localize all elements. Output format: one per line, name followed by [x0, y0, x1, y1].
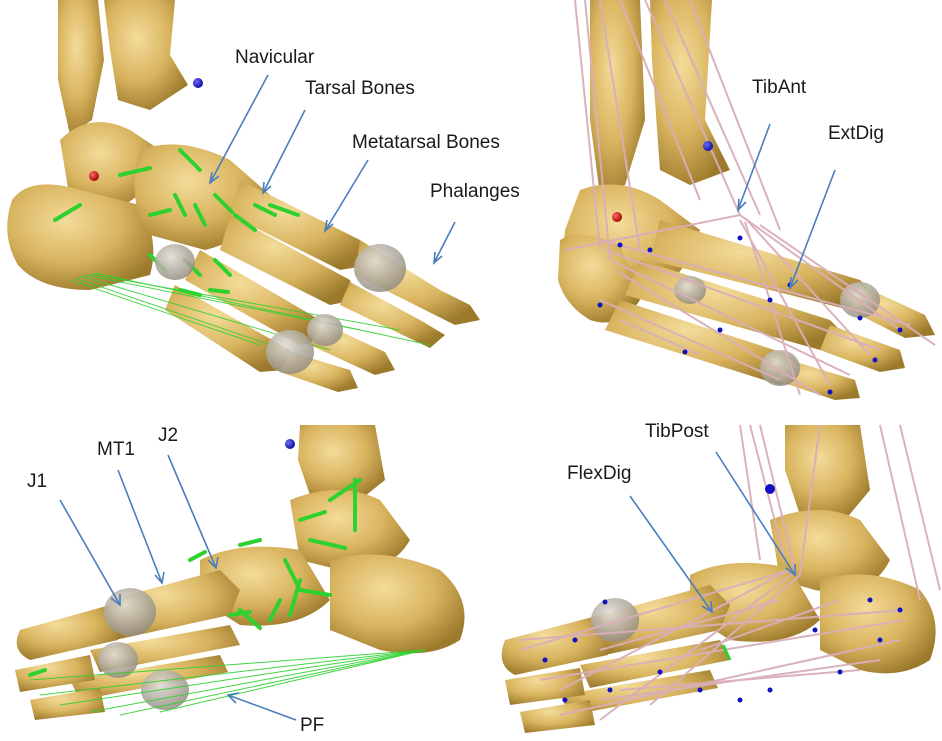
label-pf: PF	[300, 715, 324, 736]
label-navicular: Navicular	[235, 47, 315, 68]
label-tarsal-bones: Tarsal Bones	[305, 78, 415, 99]
panel-top-left: Navicular Tarsal Bones Metatarsal Bones …	[7, 0, 520, 392]
label-extdig: ExtDig	[828, 123, 884, 144]
foot-skeleton-medial-icon	[15, 425, 465, 720]
label-j1: J1	[27, 471, 47, 492]
panel-bottom-left: J1 MT1 J2 PF	[15, 425, 465, 736]
label-j2: J2	[158, 425, 178, 446]
panel-top-right: TibAnt ExtDig	[558, 0, 935, 400]
label-tibpost: TibPost	[645, 421, 709, 442]
label-metatarsal-bones: Metatarsal Bones	[352, 132, 500, 153]
label-phalanges: Phalanges	[430, 181, 520, 202]
foot-skeleton-muscles-icon	[558, 0, 935, 400]
label-tibant: TibAnt	[752, 77, 807, 98]
panel-bottom-right: FlexDig TibPost	[502, 421, 940, 733]
label-flexdig: FlexDig	[567, 463, 631, 484]
label-mt1: MT1	[97, 439, 135, 460]
